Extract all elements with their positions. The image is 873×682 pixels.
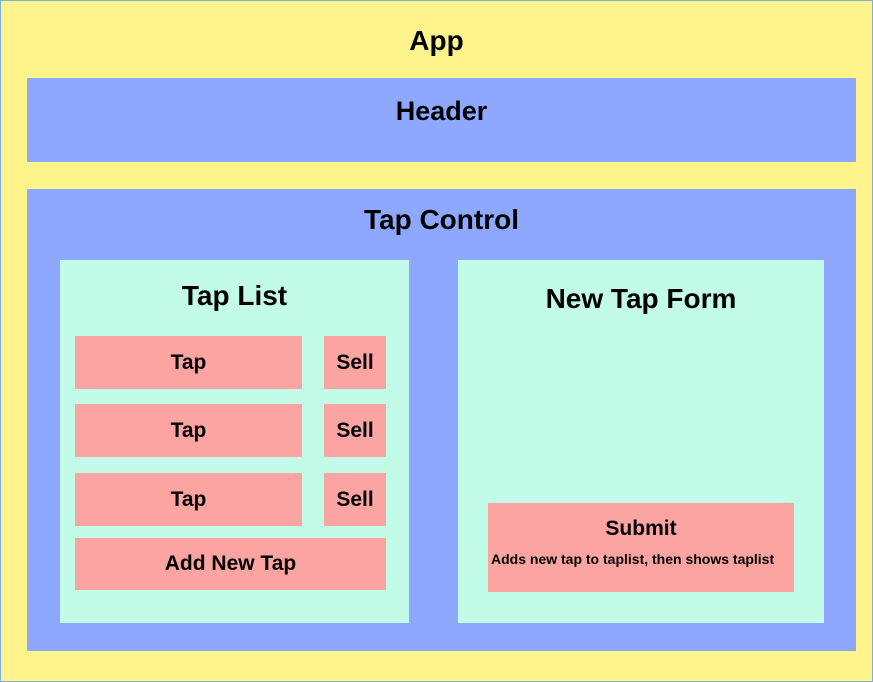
tap-control-title: Tap Control [363, 204, 519, 235]
add-new-tap-button[interactable]: Add New Tap [75, 538, 386, 590]
submit-button[interactable]: Submit Adds new tap to taplist, then sho… [488, 503, 794, 592]
header-box: Header [27, 78, 856, 162]
tap-item[interactable]: Tap [75, 336, 302, 389]
submit-label: Submit [605, 517, 677, 540]
tap-list-panel: Tap List Tap Sell Tap Sell Tap Sell Add … [60, 260, 409, 623]
new-tap-form-panel: New Tap Form Submit Adds new tap to tapl… [458, 260, 824, 623]
sell-button[interactable]: Sell [324, 473, 386, 526]
tap-item[interactable]: Tap [75, 404, 302, 457]
app-title: App [409, 25, 464, 56]
tap-item[interactable]: Tap [75, 473, 302, 526]
header-title: Header [395, 96, 488, 126]
submit-description: Adds new tap to taplist, then shows tapl… [491, 551, 775, 567]
new-tap-form-title: New Tap Form [545, 283, 737, 314]
tap-control-box: Tap Control Tap List Tap Sell Tap Sell T… [27, 189, 856, 651]
tap-list-title: Tap List [181, 280, 288, 311]
sell-button[interactable]: Sell [324, 404, 386, 457]
sell-button[interactable]: Sell [324, 336, 386, 389]
